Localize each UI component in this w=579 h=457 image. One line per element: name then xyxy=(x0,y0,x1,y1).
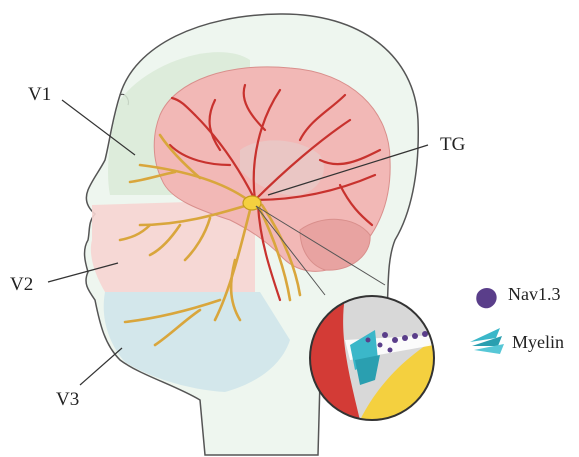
nav13-channel-icon xyxy=(476,288,496,308)
legend-label-myelin: Myelin xyxy=(512,332,564,352)
myelin-icon xyxy=(470,328,504,354)
magnified-view xyxy=(310,296,434,420)
legend-label-nav13: Nav1.3 xyxy=(508,284,561,304)
label-tg: TG xyxy=(440,134,466,155)
legend: Nav1.3 Myelin xyxy=(470,284,564,354)
legend-item-myelin: Myelin xyxy=(470,328,564,354)
label-v2: V2 xyxy=(10,274,33,295)
label-v3: V3 xyxy=(56,389,79,410)
label-v1: V1 xyxy=(28,84,51,105)
legend-item-nav13: Nav1.3 xyxy=(476,284,560,308)
v3-callout xyxy=(80,348,122,385)
